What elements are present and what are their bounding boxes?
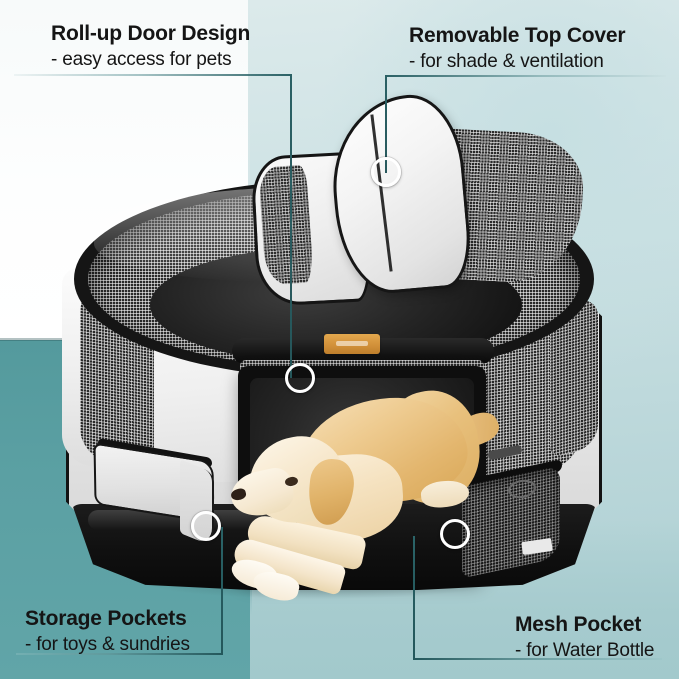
dog-photo-subject (225, 383, 504, 630)
leader-line-roll-up-door-horizontal (14, 74, 292, 76)
callout-roll-up-door: Roll-up Door Design - easy access for pe… (51, 22, 250, 71)
leader-line-mesh-pocket-horizontal (414, 658, 662, 660)
leader-line-top-cover-vertical (385, 75, 387, 173)
callout-marker-storage-pockets[interactable] (191, 511, 221, 541)
brand-logo-label (324, 334, 380, 354)
leader-line-mesh-pocket-vertical (413, 536, 415, 660)
callout-storage-pockets: Storage Pockets - for toys & sundries (25, 607, 190, 656)
callout-marker-removable-top-cover[interactable] (371, 157, 401, 187)
callout-title-storage-pockets: Storage Pockets (25, 607, 187, 630)
callout-subtitle-storage-pockets: - for toys & sundries (25, 633, 190, 655)
callout-marker-roll-up-door[interactable] (285, 363, 315, 393)
callout-title-removable-top-cover: Removable Top Cover (409, 24, 626, 47)
leader-line-top-cover-horizontal (386, 75, 666, 77)
callout-subtitle-roll-up-door: - easy access for pets (51, 48, 232, 70)
callout-marker-mesh-pocket[interactable] (440, 519, 470, 549)
callout-title-roll-up-door: Roll-up Door Design (51, 22, 251, 45)
callout-subtitle-mesh-pocket: - for Water Bottle (515, 639, 655, 661)
callout-title-mesh-pocket: Mesh Pocket (515, 613, 642, 636)
leader-line-storage-pockets-vertical (221, 527, 223, 655)
callout-removable-top-cover: Removable Top Cover - for shade & ventil… (409, 24, 626, 73)
callout-mesh-pocket: Mesh Pocket - for Water Bottle (515, 613, 654, 662)
leader-line-roll-up-door-vertical (290, 74, 292, 378)
callout-subtitle-removable-top-cover: - for shade & ventilation (409, 50, 604, 72)
leader-line-storage-pockets-horizontal (16, 653, 223, 655)
